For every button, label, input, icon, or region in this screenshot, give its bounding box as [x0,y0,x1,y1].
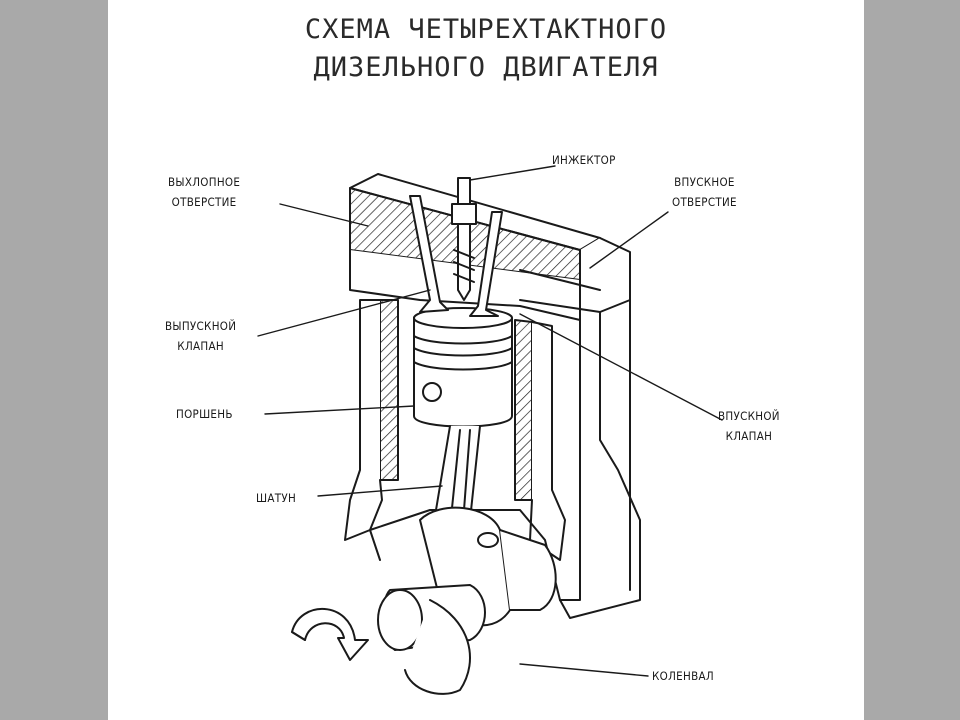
diagram-title-line-2: ДИЗЕЛЬНОГО ДВИГАТЕЛЯ [313,52,659,83]
label-crankshaft: КОЛЕНВАЛ [652,669,714,683]
cylinder-wall-left [379,299,399,481]
diagram-title-line-1: СХЕМА ЧЕТЫРЕХТАКТНОГО [304,14,668,45]
leader-intake-port [589,211,669,269]
label-intake-valve: ВПУСКНОЙ КЛАПАН [718,409,780,443]
leader-exhaust-port [279,203,369,227]
leader-intake-valve [519,313,723,421]
leader-connecting-rod [317,485,443,497]
label-piston: ПОРШЕНЬ [176,407,233,421]
intake-port [519,269,601,313]
leader-exhaust-valve [257,289,431,337]
rotation-arrow [291,608,369,661]
leader-piston [264,405,415,415]
connecting-rod [435,425,481,521]
label-connecting-rod: ШАТУН [256,491,297,505]
leader-injector [469,165,556,181]
cylinder-wall-right [514,319,533,501]
piston-pin [422,382,442,402]
injector [457,177,471,301]
label-injector: ИНЖЕКТОР [552,153,616,167]
intake-valve [469,211,503,317]
label-intake-port: ВПУСКНОЕ ОТВЕРСТИЕ [672,175,737,209]
label-exhaust-port: ВЫХЛОПНОЕ ОТВЕРСТИЕ [168,175,241,209]
exhaust-valve [409,195,449,313]
label-exhaust-valve: ВЫПУСКНОЙ КЛАПАН [165,319,237,353]
leader-crankshaft [519,663,649,677]
